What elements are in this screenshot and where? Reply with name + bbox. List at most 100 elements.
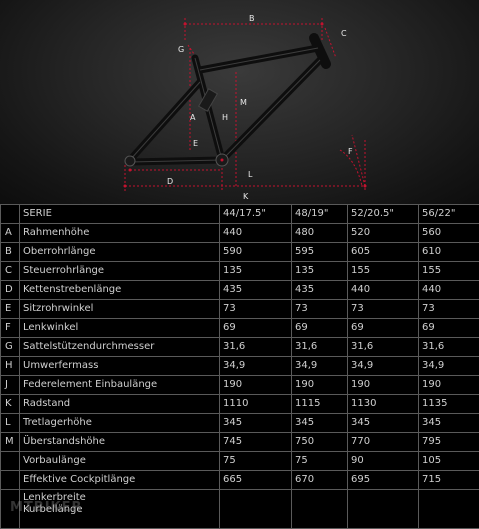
row-value: 69: [348, 319, 419, 338]
row-value: 345: [419, 414, 479, 433]
row-label: Federelement Einbaulänge: [20, 376, 220, 395]
header-size-48: 48/19": [292, 205, 348, 224]
label-l: L: [248, 170, 252, 179]
row-value: 75: [220, 452, 292, 471]
row-value: [348, 490, 419, 529]
row-letter: A: [1, 224, 20, 243]
row-letter: B: [1, 243, 20, 262]
row-label: Vorbaulänge: [20, 452, 220, 471]
row-value: 90: [348, 452, 419, 471]
row-value: 73: [419, 300, 479, 319]
row-value: 31,6: [220, 338, 292, 357]
row-letter: F: [1, 319, 20, 338]
label-a: A: [190, 113, 195, 122]
row-letter: K: [1, 395, 20, 414]
row-label: Überstandshöhe: [20, 433, 220, 452]
table-header-row: SERIE 44/17.5" 48/19" 52/20.5" 56/22": [1, 205, 479, 224]
row-value: 560: [419, 224, 479, 243]
row-value: 440: [220, 224, 292, 243]
row-value: 34,9: [292, 357, 348, 376]
row-value: 73: [220, 300, 292, 319]
row-value: 435: [292, 281, 348, 300]
row-letter: J: [1, 376, 20, 395]
label-f: F: [348, 147, 353, 156]
row-value: 670: [292, 471, 348, 490]
row-value: 695: [348, 471, 419, 490]
row-value: 135: [220, 262, 292, 281]
row-value: 69: [419, 319, 479, 338]
row-value: 34,9: [220, 357, 292, 376]
row-value: 34,9: [419, 357, 479, 376]
row-value: 745: [220, 433, 292, 452]
row-value: 1130: [348, 395, 419, 414]
row-value: 31,6: [419, 338, 479, 357]
label-b: B: [249, 14, 255, 23]
row-letter: [1, 452, 20, 471]
row-label: Rahmenhöhe: [20, 224, 220, 243]
row-value: 105: [419, 452, 479, 471]
label-m: M: [240, 98, 247, 107]
row-value: 345: [348, 414, 419, 433]
row-value: 605: [348, 243, 419, 262]
row-label: Effektive Cockpitlänge: [20, 471, 220, 490]
header-size-44: 44/17.5": [220, 205, 292, 224]
row-value: 795: [419, 433, 479, 452]
row-value: 520: [348, 224, 419, 243]
row-value: 595: [292, 243, 348, 262]
row-value: 190: [419, 376, 479, 395]
label-c: C: [341, 29, 347, 38]
header-letter-cell: [1, 205, 20, 224]
row-letter: H: [1, 357, 20, 376]
row-value: 73: [292, 300, 348, 319]
row-value: 155: [348, 262, 419, 281]
label-e: E: [193, 139, 198, 148]
row-value: 345: [220, 414, 292, 433]
row-value: [292, 490, 348, 529]
row-value: 480: [292, 224, 348, 243]
row-value: 69: [220, 319, 292, 338]
watermark-logo: MTBIKER: [10, 500, 83, 515]
row-value: 1135: [419, 395, 479, 414]
row-value: [220, 490, 292, 529]
row-label: Kettenstrebenlänge: [20, 281, 220, 300]
row-label: Tretlagerhöhe: [20, 414, 220, 433]
label-g: G: [178, 45, 184, 54]
row-value: 1115: [292, 395, 348, 414]
row-label: Radstand: [20, 395, 220, 414]
row-value: 69: [292, 319, 348, 338]
header-size-56: 56/22": [419, 205, 479, 224]
row-label: Umwerfermass: [20, 357, 220, 376]
row-letter: D: [1, 281, 20, 300]
row-value: 610: [419, 243, 479, 262]
row-value: 440: [419, 281, 479, 300]
row-value: 31,6: [348, 338, 419, 357]
row-letter: E: [1, 300, 20, 319]
label-k: K: [243, 192, 248, 201]
row-value: 665: [220, 471, 292, 490]
row-value: 345: [292, 414, 348, 433]
header-size-52: 52/20.5": [348, 205, 419, 224]
row-value: 590: [220, 243, 292, 262]
row-value: 155: [419, 262, 479, 281]
row-value: [419, 490, 479, 529]
row-value: 750: [292, 433, 348, 452]
row-value: 770: [348, 433, 419, 452]
row-value: 73: [348, 300, 419, 319]
head-angle-line: [352, 135, 365, 186]
row-letter: L: [1, 414, 20, 433]
row-value: 435: [220, 281, 292, 300]
